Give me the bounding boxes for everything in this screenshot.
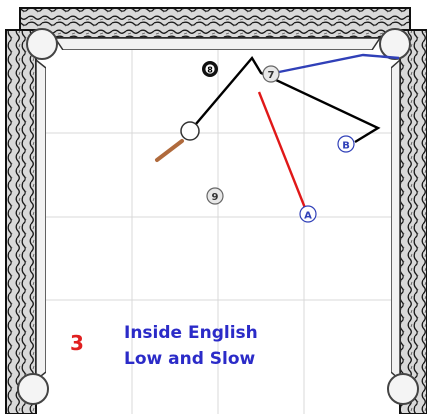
marker-a-label: A xyxy=(304,211,312,222)
pockets xyxy=(17,28,419,405)
cue-ball-path xyxy=(189,55,381,144)
diamond-grid xyxy=(46,50,391,414)
pocket-bottom-left xyxy=(17,373,49,405)
right-cushion xyxy=(390,58,401,382)
top-rail xyxy=(19,7,411,39)
nine-ball-label: 9 xyxy=(212,192,219,203)
marker-b-label: B xyxy=(342,141,350,152)
top-cushion xyxy=(53,37,382,51)
caption-line-1: Inside English xyxy=(124,323,258,343)
cue-ball xyxy=(180,121,200,141)
cue-stick xyxy=(155,139,184,162)
pocket-bottom-right xyxy=(387,373,419,405)
path-a xyxy=(257,91,309,214)
marker-a: A xyxy=(299,205,317,223)
left-cushion xyxy=(35,58,47,382)
path-b xyxy=(273,53,400,75)
marker-b: B xyxy=(337,135,355,153)
caption-line-2: Low and Slow xyxy=(124,349,256,369)
pocket-top-right xyxy=(379,28,411,60)
cushions xyxy=(35,37,401,382)
eight-ball-label: 8 xyxy=(207,66,213,75)
left-rail xyxy=(5,29,37,414)
seven-ball-label: 7 xyxy=(268,70,275,81)
pocket-top-left xyxy=(26,28,58,60)
table-rails xyxy=(5,7,427,414)
seven-ball: 7 xyxy=(262,65,280,83)
eight-ball: 8 xyxy=(202,61,218,77)
right-rail xyxy=(399,29,427,414)
nine-ball: 9 xyxy=(206,187,224,205)
diagram-number: 3 xyxy=(70,331,84,355)
